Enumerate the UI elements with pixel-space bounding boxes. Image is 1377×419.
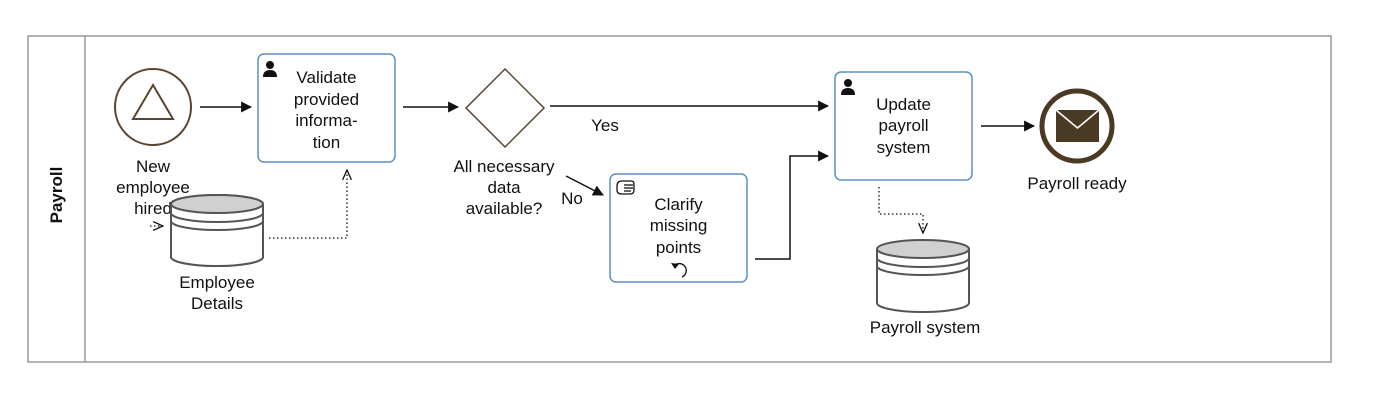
start-event[interactable] — [114, 68, 192, 146]
task-validate-label-line: tion — [312, 132, 341, 152]
user-icon — [263, 61, 277, 77]
datastore-employee-label-line: Details — [191, 294, 243, 313]
datastore-payroll-label: Payroll system — [869, 318, 981, 337]
task-update-payroll-system[interactable] — [834, 71, 973, 181]
user-icon — [841, 79, 855, 95]
task-validate-information[interactable] — [257, 53, 396, 163]
task-clarify-label: Clarify missing points — [610, 191, 747, 261]
task-update-label-line: system — [876, 137, 931, 157]
exclusive-gateway[interactable] — [464, 67, 546, 149]
association-update-to-datastore[interactable] — [878, 187, 923, 233]
gateway-label: All necessary data available? — [440, 156, 568, 219]
datastore-employee-label-line: Employee — [179, 273, 255, 292]
envelope-icon — [1055, 109, 1100, 142]
gateway-label-line: All necessary — [453, 157, 555, 176]
manual-hand-icon — [616, 180, 635, 195]
flow-clarify-to-update[interactable] — [755, 150, 830, 260]
task-validate-label-line: provided — [293, 89, 360, 109]
task-clarify-label-line: Clarify — [654, 194, 703, 214]
gateway-label-line: data — [487, 178, 521, 197]
triangle-signal-icon — [131, 83, 175, 120]
gateway-label-line: available? — [465, 199, 543, 218]
task-update-label-line: payroll — [878, 116, 929, 136]
task-clarify-missing-points[interactable] — [609, 173, 748, 283]
task-clarify-label-line: missing — [649, 216, 708, 236]
loop-icon — [671, 262, 687, 278]
task-validate-label: Validate provided informa- tion — [258, 62, 395, 158]
task-update-label-line: Update — [876, 94, 931, 114]
start-event-label-line: employee — [116, 178, 190, 197]
flow-gateway-no[interactable] — [565, 175, 604, 196]
datastore-payroll-system[interactable] — [876, 239, 970, 313]
datastore-employee-label: Employee Details — [162, 272, 272, 314]
task-update-label: Update payroll system — [835, 88, 972, 164]
pool-border — [27, 35, 1332, 363]
end-event-payroll-ready[interactable] — [1039, 88, 1115, 164]
task-validate-label-line: informa- — [295, 111, 358, 130]
task-validate-label-line: Validate — [296, 68, 357, 87]
start-event-label-line: hired — [134, 199, 172, 218]
task-clarify-label-line: points — [655, 237, 702, 257]
start-event-label: New employee hired — [103, 156, 203, 219]
flow-yes-label: Yes — [591, 116, 619, 135]
end-event-label: Payroll ready — [1027, 174, 1127, 193]
start-event-label-line: New — [135, 157, 170, 176]
flow-no-label: No — [561, 189, 583, 208]
